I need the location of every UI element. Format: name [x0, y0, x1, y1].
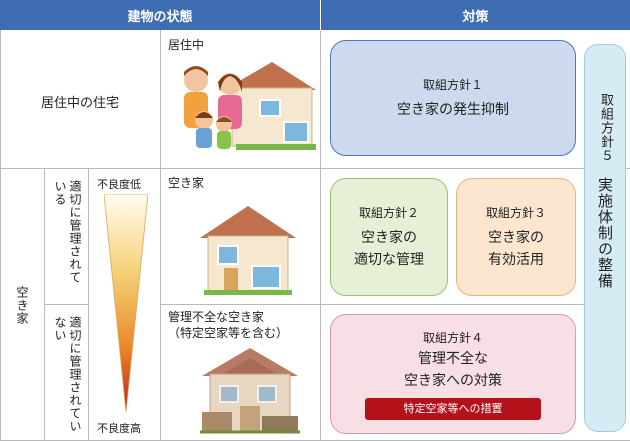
vacant-house-illustration	[200, 206, 296, 295]
degradation-low-label: 不良度低	[97, 178, 141, 191]
policy-4-box: 取組方針４ 管理不全な 空き家への対策 特定空家等への措置	[330, 314, 576, 434]
family-house-illustration	[184, 62, 316, 150]
degradation-high-label: 不良度高	[97, 422, 141, 435]
policy-5-text: 実施体制の整備	[596, 177, 614, 289]
policy-4-badge: 特定空家等への措置	[365, 398, 541, 420]
unmanaged-vacant-caption: 管理不全な空き家	[168, 310, 265, 324]
managed-label: 適切に管理されている	[53, 180, 82, 284]
degradation-gradient-wedge	[104, 194, 148, 412]
grid-line	[160, 30, 161, 441]
policy-2-text-line2: 適切な管理	[354, 251, 424, 268]
policy-1-text: 空き家の発生抑制	[397, 101, 509, 118]
grid-line	[320, 30, 321, 441]
grid-line	[0, 168, 630, 169]
grid-line	[88, 168, 89, 441]
policy-4-text-line1: 管理不全な	[418, 351, 488, 367]
policy-5-box: 取組方針５ 実施体制の整備	[584, 44, 626, 432]
policy-5-label: 取組方針５	[598, 93, 613, 163]
unmanaged-vacant-caption-note: （特定空家等を含む）	[168, 326, 289, 340]
unmanaged-label: 適切に管理されていない	[53, 316, 82, 433]
occupied-image-caption: 居住中	[168, 38, 205, 52]
grid-line	[160, 304, 585, 305]
policy-4-label: 取組方針４	[422, 331, 483, 345]
policy-3-text-line1: 空き家の	[488, 229, 544, 246]
policy-1-label: 取組方針１	[422, 77, 483, 92]
policy-4-text-line2: 空き家への対策	[404, 373, 502, 389]
occupied-housing-label: 居住中の住宅	[40, 96, 119, 111]
grid-line	[0, 30, 1, 441]
policy-3-label: 取組方針３	[485, 205, 546, 220]
vacant-house-caption: 空き家	[168, 176, 205, 190]
policy-2-box: 取組方針２ 空き家の 適切な管理	[330, 178, 448, 296]
header-building-state: 建物の状態	[0, 0, 320, 30]
header-measures: 対策	[321, 0, 630, 30]
policy-3-text-line2: 有効活用	[488, 251, 544, 268]
policy-2-label: 取組方針２	[358, 205, 419, 220]
dilapidated-house-illustration	[200, 348, 300, 434]
policy-2-text-line1: 空き家の	[361, 229, 417, 246]
vacant-house-group-label: 空き家	[15, 286, 29, 325]
policy-1-box: 取組方針１ 空き家の発生抑制	[330, 40, 576, 156]
policy-3-box: 取組方針３ 空き家の 有効活用	[456, 178, 576, 296]
grid-line	[44, 304, 88, 305]
